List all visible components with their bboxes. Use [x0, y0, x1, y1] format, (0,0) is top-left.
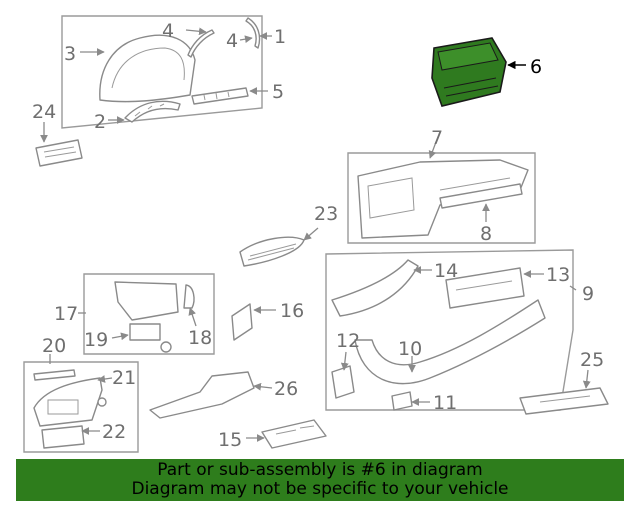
part-8-dash-bracket[interactable] — [439, 183, 523, 209]
callout-22: 22 — [102, 421, 126, 443]
part-16-bracket[interactable] — [231, 303, 253, 341]
lower-dash-group-box — [325, 249, 574, 411]
part-13-vent-panel[interactable] — [445, 267, 525, 309]
door-group-box — [23, 361, 139, 453]
part-26-duct[interactable] — [149, 371, 255, 419]
parts-diagram: 1 2 3 4 4 5 6 7 8 9 10 11 12 13 14 15 16… — [23, 15, 609, 453]
callout-4a: 4 — [162, 20, 174, 42]
callout-25: 25 — [580, 349, 604, 371]
callout-15: 15 — [218, 429, 242, 451]
part-14-center-trim[interactable] — [331, 259, 419, 317]
callout-14: 14 — [434, 260, 458, 282]
part-22-panel[interactable] — [41, 425, 85, 449]
callout-21: 21 — [112, 367, 136, 389]
callout-26: 26 — [274, 378, 298, 400]
part-17-glove-panel[interactable] — [114, 281, 179, 321]
part-12-bracket[interactable] — [331, 365, 355, 399]
callout-23: 23 — [314, 203, 338, 225]
part-25-lower-panel[interactable] — [519, 387, 609, 415]
callout-5: 5 — [272, 81, 284, 103]
part-24-vent[interactable] — [35, 139, 83, 167]
part-19-switch[interactable] — [129, 323, 172, 353]
info-banner: Part or sub-assembly is #6 in diagram Di… — [16, 459, 624, 501]
leader-lines — [40, 27, 591, 442]
callout-7: 7 — [431, 127, 443, 149]
dash-group-box — [347, 152, 536, 244]
part-23-grille[interactable] — [239, 236, 305, 267]
callout-10: 10 — [398, 338, 422, 360]
part-10-lower-panel[interactable] — [354, 299, 546, 385]
part-2-lower-trim[interactable] — [124, 100, 181, 123]
glove-group-box — [83, 273, 215, 355]
callout-2: 2 — [94, 111, 106, 133]
part-4-strip-a[interactable] — [187, 29, 215, 58]
callout-13: 13 — [546, 264, 570, 286]
callout-18: 18 — [188, 327, 212, 349]
callout-6: 6 — [530, 56, 542, 78]
callout-17: 17 — [54, 303, 78, 325]
callout-1: 1 — [274, 26, 286, 48]
part-15-console-trim[interactable] — [261, 419, 327, 449]
part-5-trim-strip[interactable] — [191, 87, 249, 105]
banner-line-2: Diagram may not be specific to your vehi… — [131, 479, 509, 499]
part-18-latch[interactable] — [183, 284, 195, 309]
callout-24: 24 — [32, 101, 56, 123]
part-20-seal[interactable] — [33, 369, 76, 381]
part-11-clip[interactable] — [391, 391, 413, 411]
callout-11: 11 — [433, 392, 457, 414]
part-4-strip-b[interactable] — [245, 17, 261, 49]
callout-19: 19 — [84, 329, 108, 351]
part-6-highlighted-panel[interactable] — [431, 37, 507, 107]
callout-20: 20 — [42, 335, 66, 357]
callout-8: 8 — [480, 223, 492, 245]
banner-line-1: Part or sub-assembly is #6 in diagram — [157, 460, 483, 480]
part-3-cluster-housing[interactable] — [99, 34, 196, 103]
callout-16: 16 — [280, 300, 304, 322]
part-21-glove-door[interactable] — [33, 377, 107, 427]
callout-12: 12 — [336, 330, 360, 352]
callout-4b: 4 — [226, 30, 238, 52]
callout-9: 9 — [582, 283, 594, 305]
cluster-group-box — [61, 15, 263, 129]
callout-3: 3 — [64, 43, 76, 65]
